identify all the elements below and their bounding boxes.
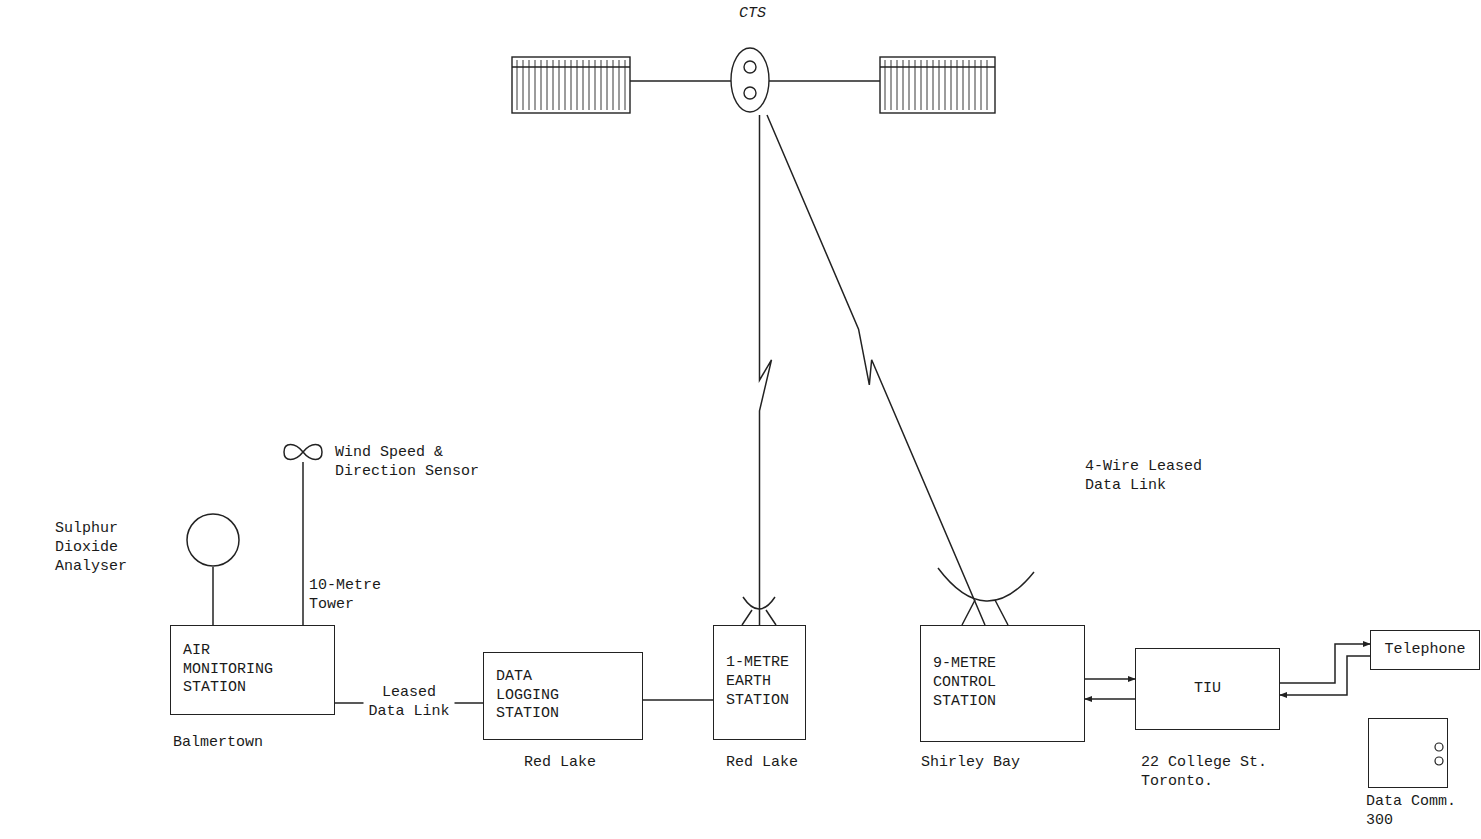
link-line xyxy=(302,462,304,625)
data-link xyxy=(1280,644,1370,695)
node-body: 9-METRE CONTROL STATION xyxy=(921,626,1084,741)
body-port xyxy=(744,87,756,99)
link-label: 4-Wire Leased Data Link xyxy=(1085,458,1204,496)
node-body: TIU xyxy=(1136,649,1279,729)
node-caption: Sulphur Dioxide Analyser xyxy=(55,520,129,576)
sensor-symbol xyxy=(284,445,322,460)
body-port xyxy=(744,61,756,73)
station-box: AIR MONITORING STATIONBalmertown xyxy=(170,625,335,715)
node-caption: Shirley Bay xyxy=(921,754,1020,773)
node-caption: Wind Speed & Direction Sensor xyxy=(335,444,481,482)
link-line xyxy=(760,115,772,625)
node-label: 9-METRE CONTROL STATION xyxy=(933,655,998,711)
analyser-circle-shape xyxy=(186,513,240,567)
link-label: 10-Metre Tower xyxy=(309,577,383,615)
terminal-box: Data Comm. 300 xyxy=(1368,718,1448,788)
analyser-outline xyxy=(187,514,239,566)
data-link xyxy=(767,115,985,625)
node-body: AIR MONITORING STATION xyxy=(171,626,334,714)
node-label: 1-METRE EARTH STATION xyxy=(726,654,791,710)
panel-rule xyxy=(512,66,630,67)
telephone-box: Telephone xyxy=(1370,630,1480,670)
link-line xyxy=(643,699,713,701)
interface-box: TIU22 College St. Toronto. xyxy=(1135,648,1280,730)
node-caption: Data Comm. 300 xyxy=(1366,793,1458,831)
link-line xyxy=(212,567,214,625)
link-line xyxy=(767,115,985,625)
satellite: CTS xyxy=(505,5,1000,115)
node-caption: Red Lake xyxy=(524,754,596,773)
solar-panel xyxy=(880,57,995,113)
dish-legs xyxy=(962,600,1008,625)
data-link xyxy=(303,462,304,625)
panel-rule xyxy=(880,66,995,67)
link-line xyxy=(1280,656,1370,695)
node-caption: Balmertown xyxy=(173,734,263,753)
link-label: Leased Data Link xyxy=(364,683,455,723)
link-line xyxy=(1085,678,1135,680)
node-label: AIR MONITORING STATION xyxy=(183,642,284,698)
link-line xyxy=(1085,698,1135,700)
data-link xyxy=(1085,679,1135,699)
node-body: DATA LOGGING STATION xyxy=(484,653,642,739)
node-body xyxy=(1369,719,1447,787)
node-body: 1-METRE EARTH STATION xyxy=(714,626,805,739)
data-link xyxy=(213,567,214,625)
terminal-knob xyxy=(1435,757,1443,765)
node-caption: CTS xyxy=(505,5,1000,24)
wind-sensor-shape xyxy=(283,442,323,462)
analyser-circle: Sulphur Dioxide Analyser xyxy=(186,513,240,567)
node-body xyxy=(186,513,240,567)
station-box: 1-METRE EARTH STATIONRed Lake xyxy=(713,625,806,740)
node-label: TIU xyxy=(1194,680,1221,699)
station-box: 9-METRE CONTROL STATIONShirley Bay xyxy=(920,625,1085,742)
link-line xyxy=(1280,644,1370,683)
data-link xyxy=(760,115,772,625)
terminal-box-shape xyxy=(1369,719,1447,787)
wind-sensor: Wind Speed & Direction Sensor xyxy=(283,442,323,462)
node-caption: Red Lake xyxy=(726,754,798,773)
node-body xyxy=(283,442,323,462)
data-link xyxy=(643,700,713,701)
boom xyxy=(630,80,731,81)
large-dish xyxy=(938,568,1034,601)
node-label: DATA LOGGING STATION xyxy=(496,668,570,724)
node-label: Telephone xyxy=(1384,641,1465,660)
satellite-body xyxy=(731,48,769,112)
terminal-knob xyxy=(1435,743,1443,751)
node-body: Telephone xyxy=(1371,631,1479,669)
solar-panel xyxy=(512,57,630,113)
boom xyxy=(769,80,880,81)
node-caption: 22 College St. Toronto. xyxy=(1141,754,1269,792)
station-box: DATA LOGGING STATIONRed Lake xyxy=(483,652,643,740)
